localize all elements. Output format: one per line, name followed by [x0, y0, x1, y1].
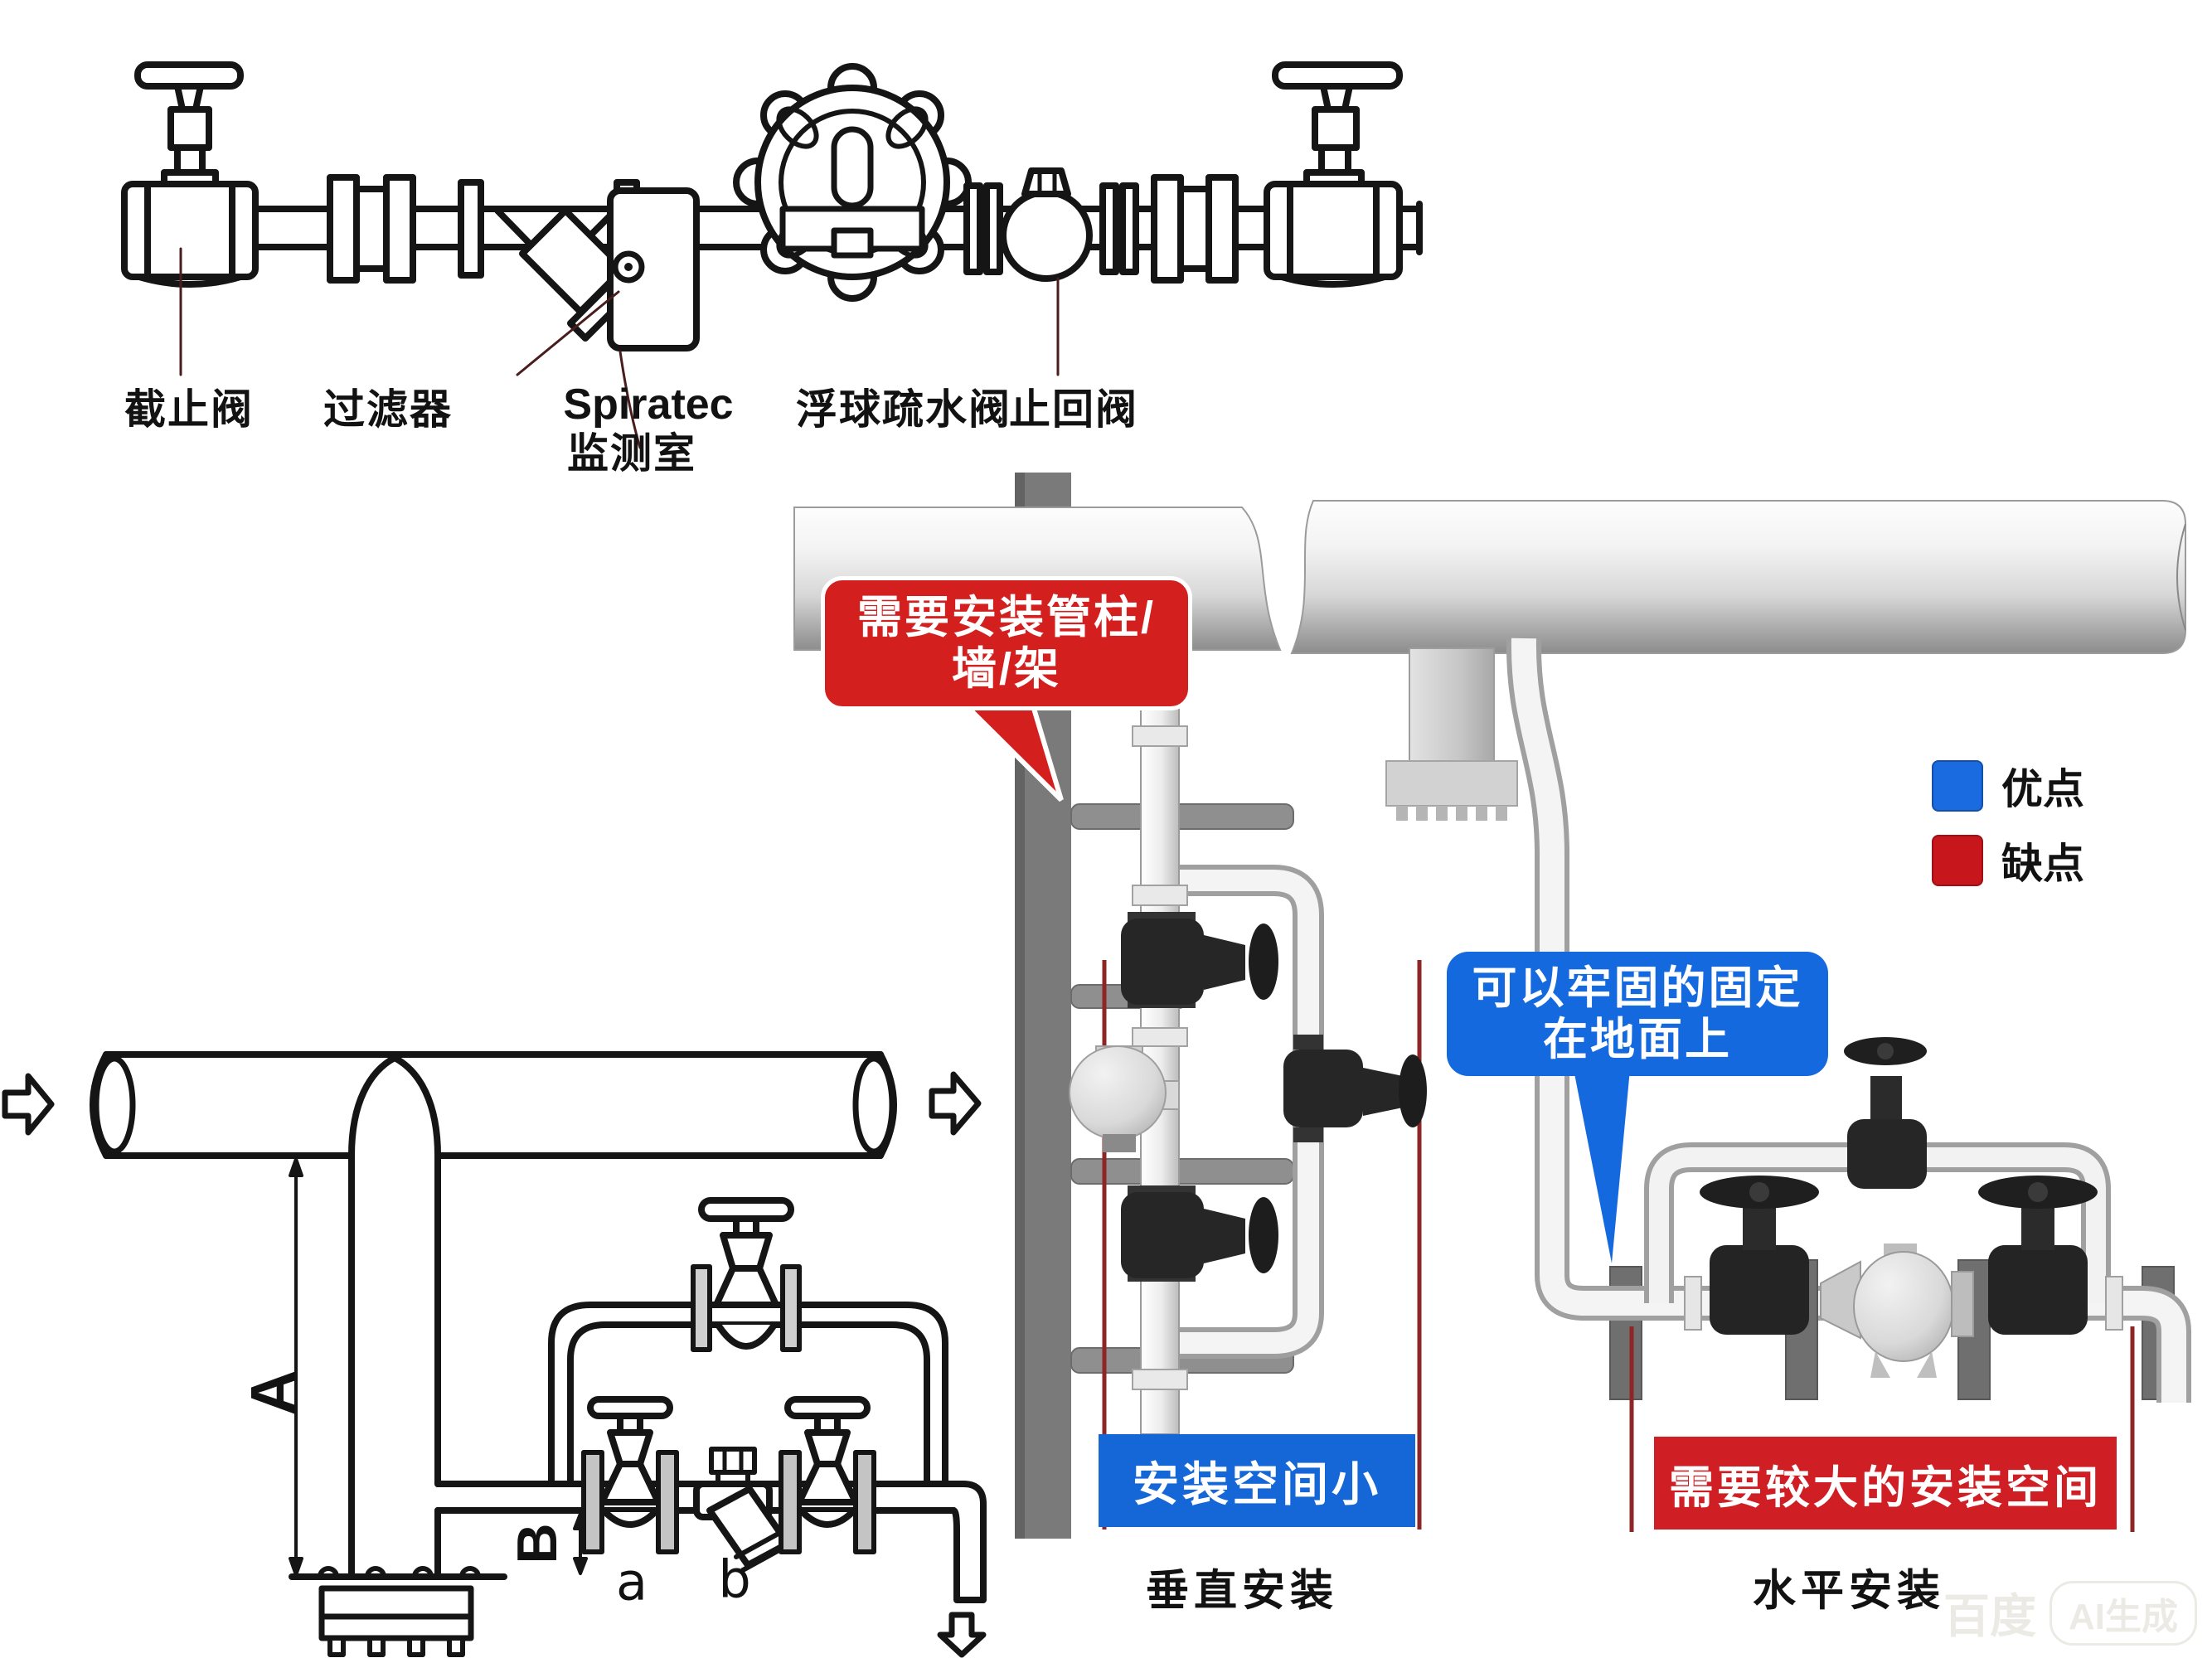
pipe-union-drawing	[1151, 174, 1239, 284]
callout-text: 在地面上	[1543, 1015, 1732, 1064]
isolation-valve-3d	[1978, 1176, 2098, 1335]
horizontal-trap-assembly	[1506, 638, 2191, 1532]
label-strainer: 过滤器	[323, 386, 453, 433]
legend-disadvantage-row: 缺点	[1932, 831, 2084, 890]
label-spiratec-chamber: 监测室	[567, 430, 696, 477]
valve-a-drawing	[581, 1396, 679, 1554]
measure-lines-horizontal	[1629, 1326, 2135, 1532]
vertical-trap-assembly	[1069, 631, 1427, 1530]
vertical-drop-leg-drawing	[90, 1051, 987, 1657]
float-trap-3d	[1069, 1045, 1180, 1152]
advantage-swatch-icon	[1932, 760, 1983, 812]
dimension-b-label: B	[506, 1523, 569, 1564]
valve-a-label: a	[616, 1551, 648, 1612]
inline-trap-drawing	[693, 1447, 793, 1573]
bypass-valve-3d	[1844, 1037, 1927, 1189]
blue-callout-tail	[1574, 1069, 1630, 1263]
horizontal-install-caption: 水平安装	[1752, 1567, 1946, 1616]
stop-valve-drawing	[121, 61, 259, 288]
watermark-brand: 百度	[1943, 1590, 2036, 1642]
callout-text: 可以牢固的固定	[1472, 963, 1803, 1013]
vertical-space-note: 安装空间小	[1099, 1434, 1415, 1527]
legend-disadvantage-label: 缺点	[2001, 841, 2084, 887]
bypass-valve-3d	[1283, 1035, 1427, 1142]
disadvantage-swatch-icon	[1932, 835, 1983, 886]
leader-lines	[179, 247, 1060, 449]
valve-b-drawing	[779, 1396, 876, 1554]
isolation-valve-3d	[1700, 1176, 1819, 1335]
legend-advantage-row: 优点	[1932, 756, 2084, 816]
pipe-union-drawing	[327, 174, 416, 284]
watermark: 百度 AI生成	[1943, 1579, 2197, 1646]
callout-text: 墙/架	[951, 644, 1061, 694]
flow-arrows	[2, 1071, 987, 1658]
flow-arrow-right-icon	[929, 1071, 982, 1136]
watermark-badge: AI生成	[2049, 1580, 2197, 1646]
vertical-disadvantage-callout: 需要安装管柱/ 墙/架	[821, 576, 1192, 710]
flow-arrow-down-icon	[937, 1612, 987, 1658]
dimension-a-label: A	[238, 1370, 309, 1416]
label-stop-valve: 截止阀	[124, 386, 254, 433]
flow-arrow-left-icon	[2, 1073, 55, 1136]
horizontal-space-note: 需要较大的安装空间	[1654, 1437, 2117, 1530]
bypass-valve-drawing	[691, 1197, 802, 1352]
pipe-support-stub	[1385, 647, 1518, 821]
dimension-lines	[289, 1157, 588, 1577]
callout-text: 需要安装管柱/	[856, 593, 1156, 642]
spiratec-chamber-drawing	[607, 187, 700, 351]
check-valve-drawing	[963, 167, 1139, 282]
label-float-trap: 浮球疏水阀	[796, 386, 1011, 433]
legend: 优点 缺点	[1932, 756, 2084, 905]
label-spiratec: Spiratec	[563, 381, 734, 429]
float-trap-drawing	[733, 63, 972, 302]
legend-advantage-label: 优点	[2001, 766, 2084, 812]
label-check-valve: 止回阀	[1009, 386, 1138, 433]
valve-b-label: b	[718, 1549, 751, 1610]
trap-station-schematic	[121, 61, 1423, 449]
isolation-valve-3d	[1121, 912, 1278, 1008]
vertical-install-caption: 垂直安装	[1145, 1567, 1339, 1616]
stop-valve-drawing	[1264, 61, 1403, 288]
float-trap-3d	[1820, 1244, 1974, 1378]
horizontal-advantage-callout: 可以牢固的固定 在地面上	[1447, 952, 1828, 1076]
isolation-valve-3d	[1121, 1185, 1278, 1282]
